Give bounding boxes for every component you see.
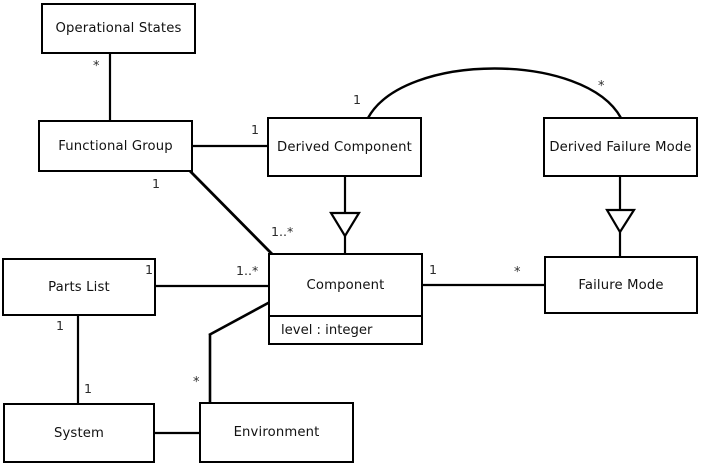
class-name-failure-mode: Failure Mode <box>578 277 664 293</box>
class-name-component: Component <box>306 277 385 293</box>
class-box-component[interactable]: Component level : integer <box>268 253 423 345</box>
multiplicity-component-failure-mode-source: 1 <box>429 262 438 277</box>
class-box-derived-component[interactable]: Derived Component <box>267 117 422 177</box>
class-name-parts-list: Parts List <box>48 279 110 295</box>
class-name-operational-states: Operational States <box>55 21 182 36</box>
multiplicity-parts-list-component-target: 1..* <box>236 263 259 278</box>
class-name-derived-component: Derived Component <box>277 139 412 155</box>
class-box-derived-failure-mode[interactable]: Derived Failure Mode <box>543 117 698 177</box>
multiplicity-functional-group-component-target: 1..* <box>271 224 294 239</box>
edge-environment-component-diagonal <box>208 300 271 337</box>
multiplicity-parts-list-component-source: 1 <box>145 262 154 277</box>
class-box-operational-states[interactable]: Operational States <box>41 3 196 54</box>
class-name-functional-group: Functional Group <box>58 138 173 154</box>
multiplicity-operational-states-functional-group: * <box>93 59 100 74</box>
generalization-arrowhead-component <box>329 211 361 239</box>
multiplicity-component-failure-mode-target: * <box>514 265 521 280</box>
multiplicity-functional-group-derived-component: 1 <box>251 122 260 137</box>
multiplicity-derived-failure-mode-curve-target: * <box>598 79 605 94</box>
multiplicity-functional-group-component-source: 1 <box>152 176 161 191</box>
class-box-failure-mode[interactable]: Failure Mode <box>544 256 698 314</box>
class-box-functional-group[interactable]: Functional Group <box>38 120 193 172</box>
multiplicity-derived-component-curve-source: 1 <box>353 92 362 107</box>
class-box-system[interactable]: System <box>3 403 155 463</box>
class-attribute-component-level: level : integer <box>270 315 421 343</box>
multiplicity-parts-list-system-source: 1 <box>56 318 65 333</box>
class-name-system: System <box>53 425 105 441</box>
class-box-parts-list[interactable]: Parts List <box>2 258 156 316</box>
class-name-derived-failure-mode: Derived Failure Mode <box>549 139 692 155</box>
generalization-arrowhead-failure-mode <box>605 208 637 235</box>
class-name-environment: Environment <box>233 425 320 440</box>
edge-derived-component-derived-failure-mode <box>366 67 623 119</box>
multiplicity-parts-list-system-target: 1 <box>84 381 93 396</box>
class-box-environment[interactable]: Environment <box>199 402 354 463</box>
multiplicity-environment-component: * <box>193 375 200 390</box>
edge-functional-group-component <box>189 170 273 255</box>
